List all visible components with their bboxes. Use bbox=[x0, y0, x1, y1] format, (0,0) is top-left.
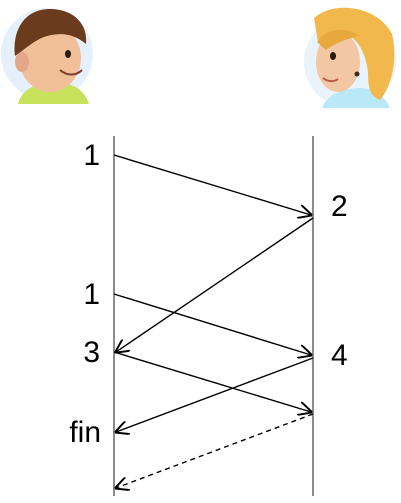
message-arrow-1 bbox=[113, 154, 311, 215]
left-label-4: fin bbox=[69, 416, 101, 449]
message-arrow-2 bbox=[116, 217, 314, 352]
left-label-3: 3 bbox=[83, 336, 100, 369]
message-arrow-5 bbox=[113, 351, 311, 412]
message-arrow-6 bbox=[116, 413, 314, 488]
left-label-1: 1 bbox=[83, 139, 100, 172]
woman-avatar-icon bbox=[304, 7, 396, 108]
message-arrow-3 bbox=[113, 293, 311, 355]
message-arrow-4 bbox=[116, 357, 314, 432]
right-label-2: 4 bbox=[331, 339, 348, 372]
left-label-2: 1 bbox=[83, 278, 100, 311]
man-avatar-icon bbox=[1, 8, 93, 104]
right-label-1: 2 bbox=[331, 190, 348, 223]
